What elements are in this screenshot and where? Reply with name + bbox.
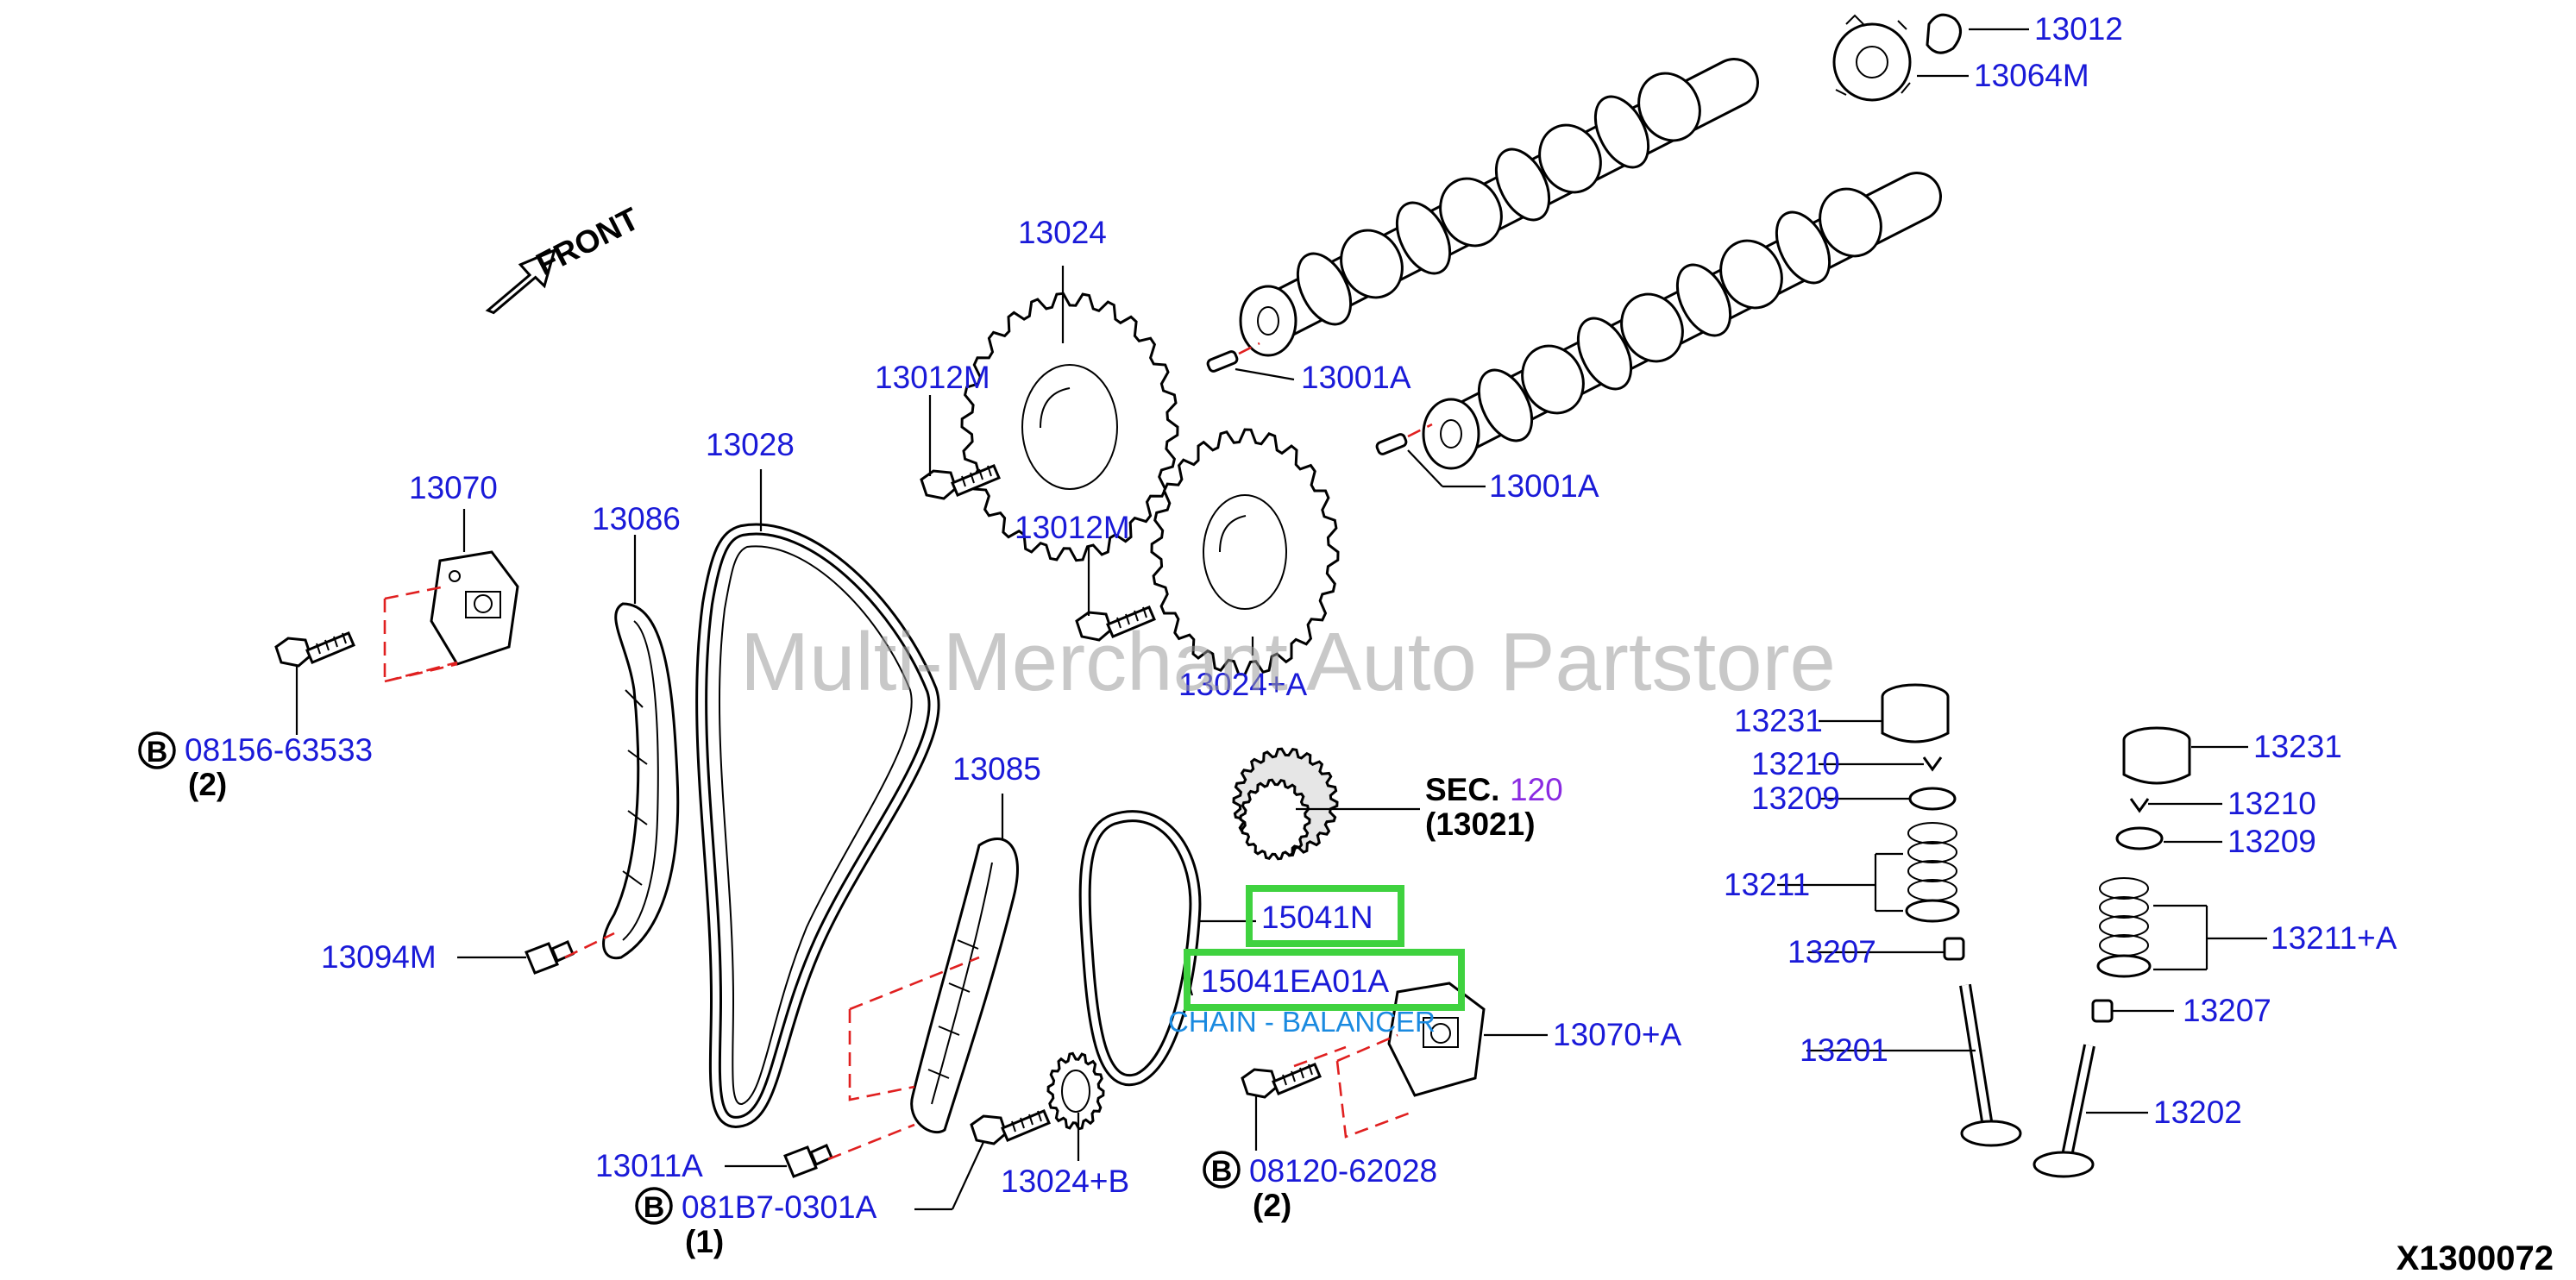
label-15041N[interactable]: 15041N xyxy=(1261,900,1373,935)
valve-lifter-right[interactable] xyxy=(2122,726,2191,785)
label-13231-right[interactable]: 13231 xyxy=(2253,729,2342,764)
watermark: Multi-Merchant Auto Partstore xyxy=(740,616,1836,708)
plug-cap[interactable] xyxy=(1926,13,1962,54)
label-13210-right[interactable]: 13210 xyxy=(2227,786,2316,821)
label-13201[interactable]: 13201 xyxy=(1800,1032,1888,1068)
chain-tensioner-13070[interactable] xyxy=(430,550,519,666)
svg-text:B: B xyxy=(147,736,168,769)
label-13024[interactable]: 13024 xyxy=(1018,215,1107,250)
label-13211A[interactable]: 13211+A xyxy=(2271,920,2397,956)
spring-retainer-right[interactable] xyxy=(2115,826,2164,850)
label-13028[interactable]: 13028 xyxy=(706,427,795,462)
note-chain-balancer: CHAIN - BALANCER xyxy=(1168,1006,1436,1038)
valve-keeper-left[interactable] xyxy=(1922,756,1943,772)
dowel-pin-upper[interactable] xyxy=(1206,342,1260,373)
slack-guide-13086[interactable] xyxy=(602,602,680,960)
camshaft-lower[interactable] xyxy=(1422,172,1942,470)
camshaft-sprocket-lower[interactable] xyxy=(1150,428,1340,676)
pivot-bolt-13011A[interactable] xyxy=(783,1144,833,1178)
camshaft-sprocket-upper[interactable] xyxy=(960,292,1179,562)
small-sprocket[interactable] xyxy=(1046,1051,1105,1131)
label-08156-63533[interactable]: 08156-63533 xyxy=(185,732,373,768)
guide-bolt[interactable] xyxy=(970,1109,1051,1145)
balancer-idler-gear[interactable] xyxy=(1232,747,1339,861)
svg-text:B: B xyxy=(644,1191,665,1224)
label-13024B[interactable]: 13024+B xyxy=(1001,1164,1129,1199)
label-13012M-lower[interactable]: 13012M xyxy=(1015,510,1130,545)
valve-lifter-left[interactable] xyxy=(1881,683,1950,744)
front-label: FRONT xyxy=(531,201,645,283)
balancer-tensioner-13070A[interactable] xyxy=(1387,982,1486,1097)
intake-valve[interactable] xyxy=(1959,983,2022,1147)
sec-sub: (13021) xyxy=(1425,806,1536,842)
label-13231-left[interactable]: 13231 xyxy=(1734,703,1823,738)
label-13012M-upper[interactable]: 13012M xyxy=(875,360,990,395)
valve-seal-left[interactable] xyxy=(1943,937,1965,961)
label-13209-left[interactable]: 13209 xyxy=(1751,781,1840,816)
bolt-marker-081B7: B xyxy=(635,1187,673,1225)
label-13094M[interactable]: 13094M xyxy=(321,939,437,975)
balancer-tensioner-bolt[interactable] xyxy=(1241,1063,1322,1099)
valve-seal-right[interactable] xyxy=(2091,999,2114,1023)
label-13011A[interactable]: 13011A xyxy=(595,1148,703,1183)
diagram-code: X1300072 xyxy=(2397,1239,2554,1277)
spring-retainer-left[interactable] xyxy=(1908,787,1957,811)
label-13086[interactable]: 13086 xyxy=(592,501,681,536)
bolt-marker-08156: B xyxy=(138,731,176,769)
sprocket-bolt-upper[interactable] xyxy=(920,464,1001,500)
label-13070[interactable]: 13070 xyxy=(409,470,498,505)
balancer-chain[interactable] xyxy=(1078,810,1202,1087)
tensioner-bolt[interactable] xyxy=(274,631,355,668)
label-13024A[interactable]: 13024+A xyxy=(1178,667,1307,702)
sensor-plate[interactable] xyxy=(1832,14,1912,102)
label-13001A-lower[interactable]: 13001A xyxy=(1489,468,1599,504)
label-13207-right[interactable]: 13207 xyxy=(2183,993,2271,1028)
label-13202[interactable]: 13202 xyxy=(2153,1095,2242,1130)
label-13207-left[interactable]: 13207 xyxy=(1787,934,1876,969)
label-13064M[interactable]: 13064M xyxy=(1974,58,2089,93)
valve-spring-right[interactable] xyxy=(2096,877,2152,978)
label-13085[interactable]: 13085 xyxy=(952,751,1041,787)
label-13211[interactable]: 13211 xyxy=(1724,867,1810,902)
leader-lines xyxy=(295,28,2267,1211)
hidden-lines xyxy=(383,585,1411,1161)
label-081B7-0301A[interactable]: 081B7-0301A xyxy=(682,1189,877,1225)
label-13209-right[interactable]: 13209 xyxy=(2227,824,2316,859)
qty-08120: (2) xyxy=(1253,1188,1291,1223)
highlight-15041EA01A xyxy=(1184,949,1465,1011)
sec-prefix: SEC. xyxy=(1425,772,1499,807)
svg-text:B: B xyxy=(1211,1155,1233,1188)
label-13012[interactable]: 13012 xyxy=(2034,11,2123,47)
bolt-marker-08120: B xyxy=(1203,1151,1241,1189)
label-13210-left[interactable]: 13210 xyxy=(1751,746,1840,781)
label-08120-62028[interactable]: 08120-62028 xyxy=(1249,1153,1437,1189)
highlight-15041N xyxy=(1246,885,1404,947)
sec-number: 120 xyxy=(1510,772,1563,807)
exhaust-valve[interactable] xyxy=(2033,1044,2095,1178)
sec-reference[interactable]: SEC. 120 (13021) xyxy=(1425,772,1563,842)
valve-spring-left[interactable] xyxy=(1905,822,1960,923)
timing-chain[interactable] xyxy=(695,523,940,1128)
dowel-pin-lower[interactable] xyxy=(1375,423,1433,455)
qty-08156: (2) xyxy=(188,767,227,802)
front-direction-indicator: FRONT xyxy=(485,201,645,315)
label-13070A[interactable]: 13070+A xyxy=(1553,1017,1681,1052)
sprocket-bolt-lower[interactable] xyxy=(1075,605,1156,642)
tension-guide-13085[interactable] xyxy=(910,838,1019,1134)
label-15041EA01A[interactable]: 15041EA01A xyxy=(1201,963,1389,999)
qty-081B7: (1) xyxy=(685,1224,724,1259)
label-13001A-upper[interactable]: 13001A xyxy=(1301,360,1411,395)
valve-keeper-right[interactable] xyxy=(2129,798,2150,813)
camshaft-upper[interactable] xyxy=(1239,58,1759,357)
